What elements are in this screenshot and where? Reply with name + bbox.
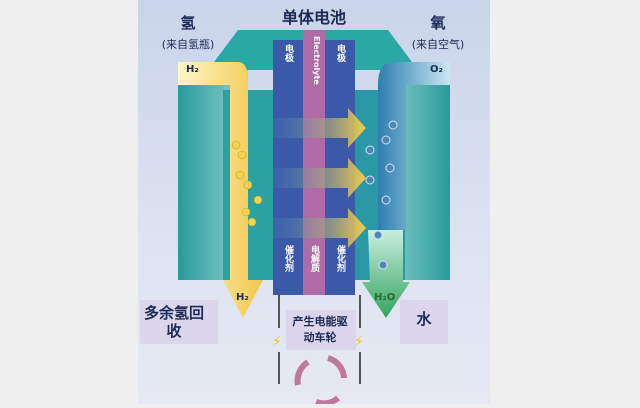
water-box: [400, 300, 448, 344]
power-label: 产生电能驱动车轮: [292, 315, 348, 344]
recycle-box: [140, 300, 218, 344]
anode-electrode: [273, 40, 303, 295]
water-flow-arrow: [362, 230, 410, 318]
hydrogen-flow-arrow: [178, 62, 263, 318]
fuel-cell-drawing: ⚡ ⚡: [140, 30, 450, 404]
hydrogen-molecules: [231, 140, 263, 227]
oxygen-flow-arrow: [378, 62, 450, 230]
electrolyte-en-label: Electrolyte: [312, 36, 321, 85]
fuel-cell-diagram: ⚡ ⚡ 单体电池 氢 (来自氢瓶) 氧 (来自空气) H₂ O₂ 电极 电极 E…: [138, 0, 490, 404]
h2-in-label: H₂: [186, 64, 199, 75]
lightning-icon: ⚡: [272, 334, 282, 350]
power-box: [286, 310, 356, 350]
catalyst-left-label: 催化剂: [283, 245, 293, 272]
proton-arrows: [273, 108, 366, 248]
hydrogen-label: 氢: [180, 14, 196, 32]
catalyst-right-label: 催化剂: [335, 245, 345, 272]
circuit-wires: [278, 295, 361, 384]
proton-arrow: [273, 108, 366, 148]
lightning-icon: ⚡: [354, 334, 364, 350]
oxygen-molecules: [365, 120, 398, 270]
hydrogen-recycle-label: 多余氢回收: [144, 304, 205, 340]
h2o-label: H₂O: [374, 292, 396, 303]
electrolyte-cn-label: 电解质: [309, 245, 319, 272]
electrode-left-label: 电极: [283, 44, 293, 62]
h2-out-label: H₂: [236, 292, 249, 303]
water-label: 水: [416, 310, 432, 328]
oxygen-source: (来自空气): [411, 38, 465, 51]
o2-in-label: O₂: [430, 64, 443, 75]
oxygen-label: 氧: [430, 14, 446, 32]
proton-arrow: [273, 158, 366, 198]
proton-arrow: [273, 208, 366, 248]
hydrogen-source: (来自氢瓶): [161, 38, 215, 51]
diagram-title: 单体电池: [281, 8, 346, 27]
electrode-right-label: 电极: [335, 44, 345, 62]
rotation-arrows-icon: [294, 355, 347, 404]
